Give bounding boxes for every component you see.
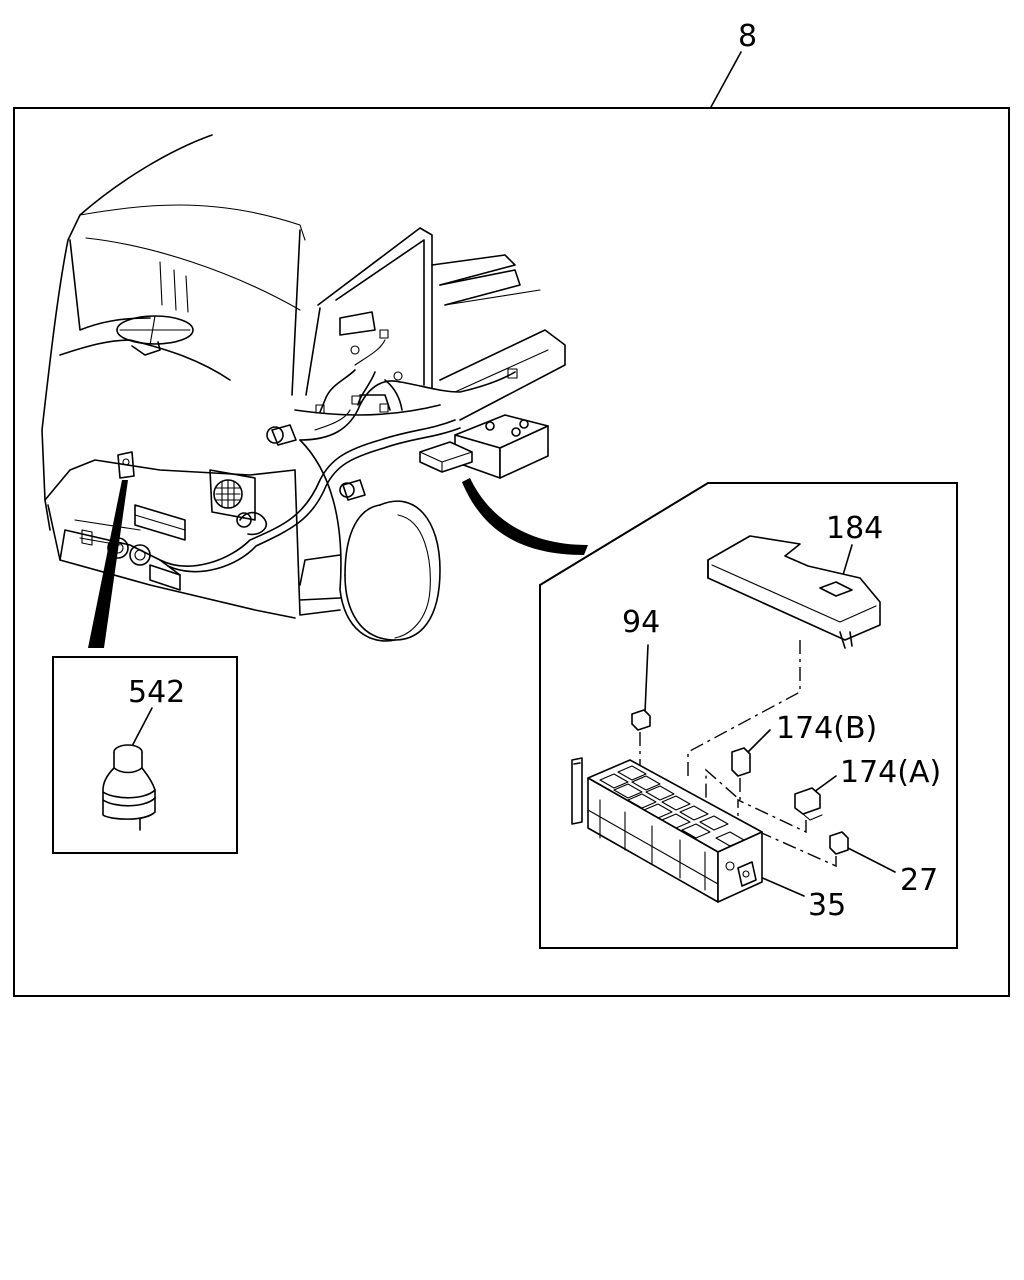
leader-27 (847, 847, 896, 873)
leader-174b (747, 729, 771, 753)
leader-542 (129, 707, 153, 751)
washer-reservoir-drawing (102, 744, 156, 831)
relay-27-drawing (829, 831, 849, 855)
leader-35 (757, 875, 805, 897)
fuse-box-drawing (571, 757, 763, 903)
dash-174a (737, 798, 807, 834)
pointer-to-reservoir-inset (88, 480, 128, 648)
callout-8: 8 (738, 19, 757, 54)
fuse-box-location (419, 441, 473, 473)
leader-94 (644, 644, 649, 713)
wiring-harness-drawing (159, 329, 518, 573)
leader-8 (710, 51, 742, 108)
relay-174a-drawing (794, 787, 821, 815)
battery-drawing (454, 414, 549, 479)
callout-94: 94 (622, 605, 660, 640)
dash-174b (705, 768, 741, 802)
callout-184: 184 (826, 511, 883, 546)
relay-174b-drawing (731, 747, 751, 777)
main-frame (13, 107, 1010, 997)
callout-174b: 174(B) (776, 711, 877, 746)
callout-542: 542 (128, 675, 185, 710)
fuse-box-cover-drawing (707, 535, 881, 649)
fusebox-inset-frame (539, 482, 958, 949)
leader-174a (813, 775, 837, 793)
callout-27: 27 (900, 863, 938, 898)
callout-35: 35 (808, 888, 846, 923)
callout-174a: 174(A) (840, 755, 941, 790)
dash-cover-to-box (687, 640, 801, 780)
fuse-94-drawing (631, 709, 651, 731)
truck-cab-drawing (41, 134, 566, 642)
reservoir-inset-frame (52, 656, 238, 854)
pointer-to-fusebox-inset (462, 478, 588, 555)
